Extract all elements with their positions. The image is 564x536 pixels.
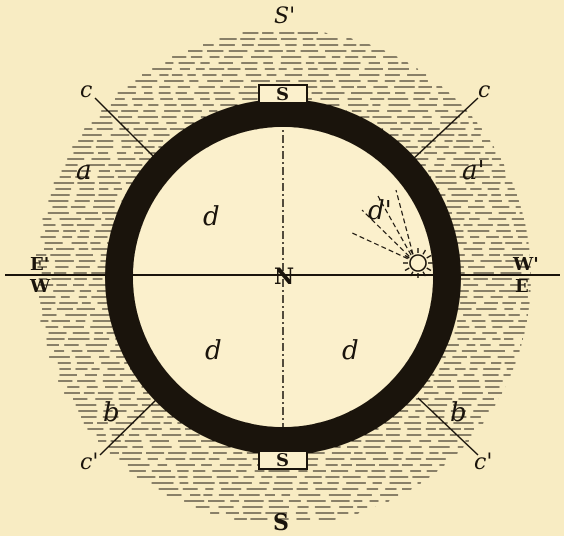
label-d-lower-left: d — [205, 338, 222, 364]
label-a-left: a — [76, 158, 92, 184]
label-c-bottom-right: c' — [474, 452, 492, 474]
label-d-lower-right: d — [342, 338, 359, 364]
label-center-n: N — [274, 266, 294, 288]
label-w-prime: W' — [513, 256, 539, 274]
label-s-inner-bottom: S — [276, 452, 289, 470]
label-w-left: W — [30, 278, 50, 296]
label-d-prime: d' — [368, 198, 392, 224]
label-e-right: E — [515, 278, 529, 296]
label-s-prime-top: S' — [274, 6, 295, 28]
label-c-top-right: c — [478, 80, 490, 102]
label-e-prime: E' — [30, 256, 49, 274]
label-b-left: b — [103, 400, 120, 426]
label-s-inner-top: S — [276, 86, 289, 104]
line-c-bottom-right — [418, 398, 478, 455]
line-c-top-left — [95, 98, 155, 158]
label-c-bottom-left: c' — [80, 452, 98, 474]
label-b-right: b — [450, 400, 467, 426]
label-s-bottom: S — [273, 512, 289, 534]
label-d-upper-left: d — [203, 204, 220, 230]
label-a-right: a' — [462, 158, 485, 184]
label-c-top-left: c — [80, 80, 92, 102]
